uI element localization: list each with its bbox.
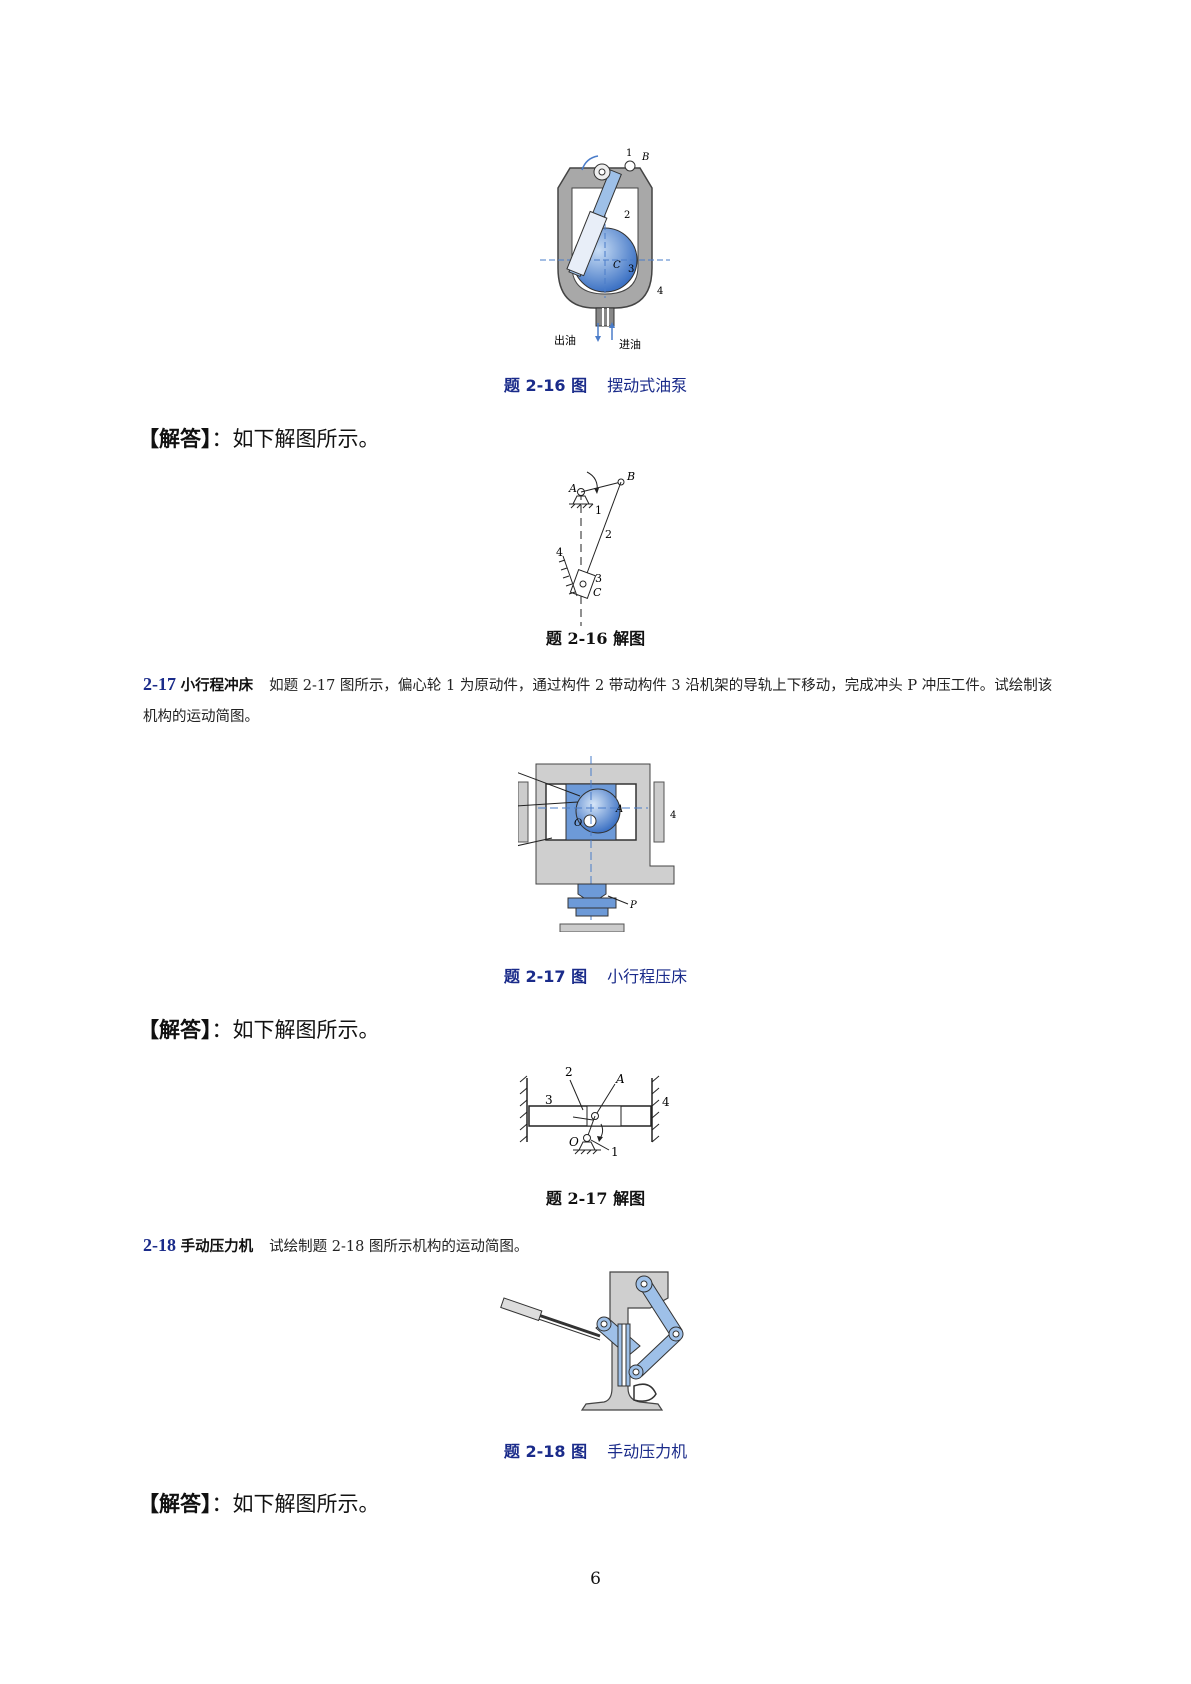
answer-heading: 【解答】：如下解图所示。 — [138, 1488, 380, 1518]
label-4: 4 — [657, 286, 663, 297]
label-oil-out: 出油 — [554, 333, 576, 347]
problem-2-18: 2-18 手动压力机试绘制题 2-18 图所示机构的运动简图。 — [143, 1230, 1063, 1263]
label-oil-in: 进油 — [619, 337, 641, 351]
label-4: 4 — [670, 810, 676, 821]
problem-2-17: 2-17 小行程冲床如题 2-17 图所示，偏心轮 1 为原动件，通过构件 2 … — [143, 669, 1063, 733]
label-4: 4 — [556, 546, 563, 559]
caption-text: 小行程压床 — [607, 967, 688, 986]
label-1: 1 — [595, 504, 602, 517]
answer-bracket: 【解答】 — [138, 1492, 212, 1516]
page-number: 6 — [590, 1569, 601, 1589]
label-C: C — [613, 260, 621, 271]
label-A: A — [615, 804, 623, 815]
answer-bracket: 【解答】 — [138, 427, 212, 451]
caption-number: 题 2-18 图 — [503, 1442, 588, 1461]
answer-heading: 【解答】：如下解图所示。 — [138, 1014, 380, 1044]
caption-number: 题 2-16 图 — [503, 376, 588, 395]
label-O: O — [569, 1135, 579, 1149]
problem-text: 试绘制题 2-18 图所示机构的运动简图。 — [269, 1239, 529, 1255]
problem-title: 手动压力机 — [180, 1238, 254, 1255]
label-A: A — [615, 1072, 625, 1086]
caption-text: 摆动式油泵 — [607, 376, 688, 395]
label-2: 2 — [565, 1065, 573, 1079]
label-4: 4 — [662, 1095, 670, 1109]
solution-2-16-caption: 题 2-16 解图 — [545, 629, 646, 648]
label-C: C — [593, 586, 602, 599]
label-P: P — [629, 900, 637, 911]
figure-2-17: 1 2 3 4 A O P — [518, 756, 676, 932]
figure-2-17-caption: 题 2-17 图小行程压床 — [0, 963, 1191, 987]
label-2: 2 — [624, 210, 630, 221]
problem-title: 小行程冲床 — [180, 677, 254, 694]
label-1: 1 — [626, 148, 632, 159]
problem-text: 如题 2-17 图所示，偏心轮 1 为原动件，通过构件 2 带动构件 3 沿机架… — [143, 678, 1053, 725]
label-3: 3 — [545, 1093, 553, 1107]
solution-2-16-diagram: A B 1 2 3 4 C — [556, 470, 635, 626]
answer-bracket: 【解答】 — [138, 1018, 212, 1042]
label-2: 2 — [605, 528, 612, 541]
figure-2-18 — [500, 1271, 684, 1411]
answer-text: ：如下解图所示。 — [211, 1018, 380, 1042]
label-B: B — [626, 470, 635, 483]
label-O: O — [574, 818, 582, 829]
label-3: 3 — [628, 264, 634, 275]
problem-number: 2-18 — [143, 1235, 176, 1255]
figure-2-16-caption: 题 2-16 图摆动式油泵 — [0, 372, 1191, 396]
solution-2-17-caption: 题 2-17 解图 — [545, 1189, 646, 1208]
answer-text: ：如下解图所示。 — [211, 1492, 380, 1516]
label-3: 3 — [595, 572, 602, 585]
figure-2-16: 1 B 2 C 3 4 出油 进油 — [540, 148, 670, 351]
label-1: 1 — [611, 1145, 619, 1159]
label-A: A — [568, 482, 577, 495]
answer-text: ：如下解图所示。 — [211, 427, 380, 451]
caption-number: 题 2-17 图 — [503, 967, 588, 986]
solution-2-17-diagram: 2 A 3 4 O 1 — [519, 1065, 670, 1159]
problem-number: 2-17 — [143, 674, 176, 694]
label-B: B — [641, 152, 649, 163]
caption-text: 手动压力机 — [607, 1442, 688, 1461]
figure-2-18-caption: 题 2-18 图手动压力机 — [0, 1438, 1191, 1462]
answer-heading: 【解答】：如下解图所示。 — [138, 423, 380, 453]
